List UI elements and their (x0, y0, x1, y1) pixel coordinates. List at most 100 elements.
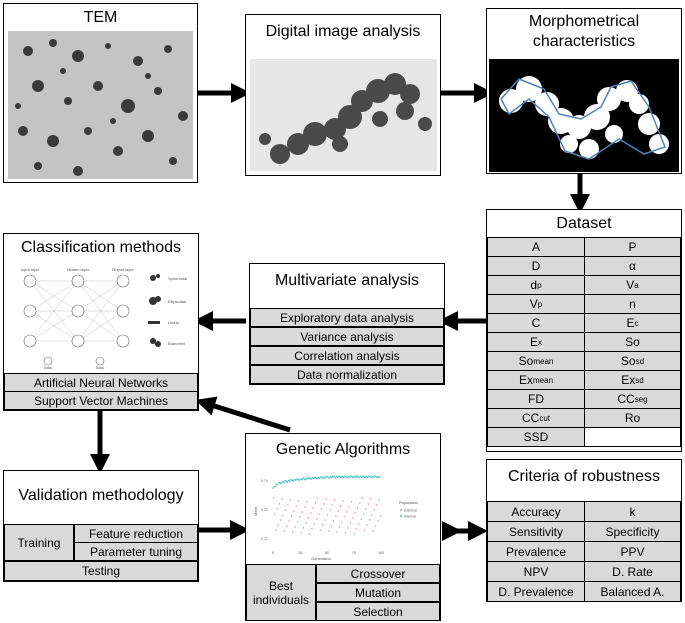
ga-point-external (296, 521, 299, 523)
ga-point-internal (280, 482, 283, 485)
ga-point-external (324, 519, 326, 521)
digital-aggregate-image (250, 59, 437, 171)
ga-point-external (334, 499, 336, 501)
ga-point-internal (369, 476, 371, 478)
training-cell: Training (4, 524, 74, 561)
ann-item: Artificial Neural Networks (4, 373, 198, 392)
dataset-variable: SSD (523, 430, 549, 444)
ga-point-external (286, 525, 288, 527)
dataset-cell: Ro (584, 408, 681, 428)
ga-op-selection: Selection (316, 602, 440, 621)
ga-point-external (272, 497, 275, 499)
genetic-title: Genetic Algorithms (275, 441, 411, 458)
ga-point-external (322, 524, 324, 526)
criteria-cell: PPV (584, 541, 681, 562)
ga-point-external (301, 511, 303, 513)
morpho-title-line1: Morphometrical (528, 13, 640, 30)
ga-point-external (293, 510, 295, 512)
ga-point-external (275, 529, 277, 531)
ga-point-external (366, 524, 368, 526)
ga-point-external (312, 507, 314, 509)
ga-point-external (342, 500, 344, 502)
dataset-variable: Ex (518, 373, 533, 387)
ga-point-internal (339, 476, 341, 478)
ga-point-internal (272, 487, 274, 489)
ga-point-internal (320, 476, 322, 478)
tem-box: TEM (3, 3, 198, 183)
ga-point-external (367, 503, 369, 505)
ga-point-internal (278, 481, 280, 484)
best-individuals-cell: Best individuals (246, 564, 316, 621)
digital-analysis-box: Digital image analysis (245, 14, 441, 176)
testing-cell: Testing (4, 561, 198, 581)
neural-network-diagram: Input layer Hidden layer Output layer Bi… (21, 267, 188, 370)
parameter-tuning-cell: Parameter tuning (74, 542, 198, 561)
ga-point-external (295, 505, 297, 507)
ga-point-external (377, 520, 379, 522)
ga-point-internal (285, 480, 287, 483)
criteria-title: Criteria of robustness (507, 468, 661, 485)
dataset-variable: C (531, 316, 541, 330)
ga-point-internal (362, 475, 364, 477)
dataset-variable-subscript: p (537, 280, 542, 290)
ga-point-internal (365, 475, 368, 478)
ga-point-internal (326, 475, 328, 478)
dataset-cell: D (487, 256, 585, 276)
dataset-variable: So (620, 354, 636, 368)
ga-op-mutation: Mutation (316, 583, 440, 602)
ga-point-internal (305, 477, 308, 480)
ga-point-internal (374, 475, 376, 477)
dataset-variable-subscript: cut (539, 413, 550, 423)
ga-point-internal (290, 478, 292, 481)
classification-box: Classification methods (3, 233, 199, 411)
ga-point-external (331, 504, 333, 506)
dataset-variable: CC (521, 411, 540, 425)
ga-point-external (290, 515, 293, 517)
morphometrical-box: Morphometrical characteristics (486, 8, 682, 174)
nn-hidden-label: Hidden layer (67, 267, 90, 272)
ga-point-internal (292, 480, 295, 482)
nn-class-spheroidal: Spheroidal (168, 276, 187, 281)
ga-point-external (371, 514, 373, 516)
ga-point-external (298, 500, 300, 502)
ga-point-external (332, 520, 335, 522)
dataset-variable: Ex (621, 373, 636, 387)
dataset-cell: α (584, 256, 681, 276)
ga-point-external (311, 528, 313, 530)
ga-point-internal (370, 476, 373, 479)
criteria-cell: D. Prevalence (487, 581, 585, 602)
multivariate-box: Multivariate analysis Exploratory data a… (249, 263, 445, 385)
ga-point-internal (375, 476, 377, 478)
ga-xtick-2: 25 (298, 551, 302, 555)
ga-point-external (362, 513, 365, 515)
dataset-variable: So (518, 354, 534, 368)
ga-point-external (318, 513, 320, 515)
ga-point-internal (304, 478, 307, 481)
ga-point-internal (333, 476, 335, 478)
ga-point-internal (295, 479, 297, 482)
nn-output-label: Output layer (112, 267, 134, 272)
dataset-variable-subscript: a (634, 280, 639, 290)
ga-point-external (307, 517, 309, 519)
ga-point-internal (302, 477, 304, 480)
ga-point-internal (274, 485, 277, 488)
dataset-variable-subscript: p (537, 299, 543, 309)
criteria-cell: NPV (487, 561, 585, 582)
dataset-variable-subscript: mean (533, 356, 554, 366)
ga-point-internal (332, 475, 334, 478)
dataset-cell: FD (487, 389, 585, 409)
ga-point-internal (281, 481, 284, 483)
ga-point-external (304, 506, 306, 508)
best-label-line2: individuals (252, 592, 310, 607)
ga-point-external (361, 497, 363, 499)
validation-title: Validation methodology (18, 487, 184, 504)
ga-point-external (292, 531, 294, 533)
